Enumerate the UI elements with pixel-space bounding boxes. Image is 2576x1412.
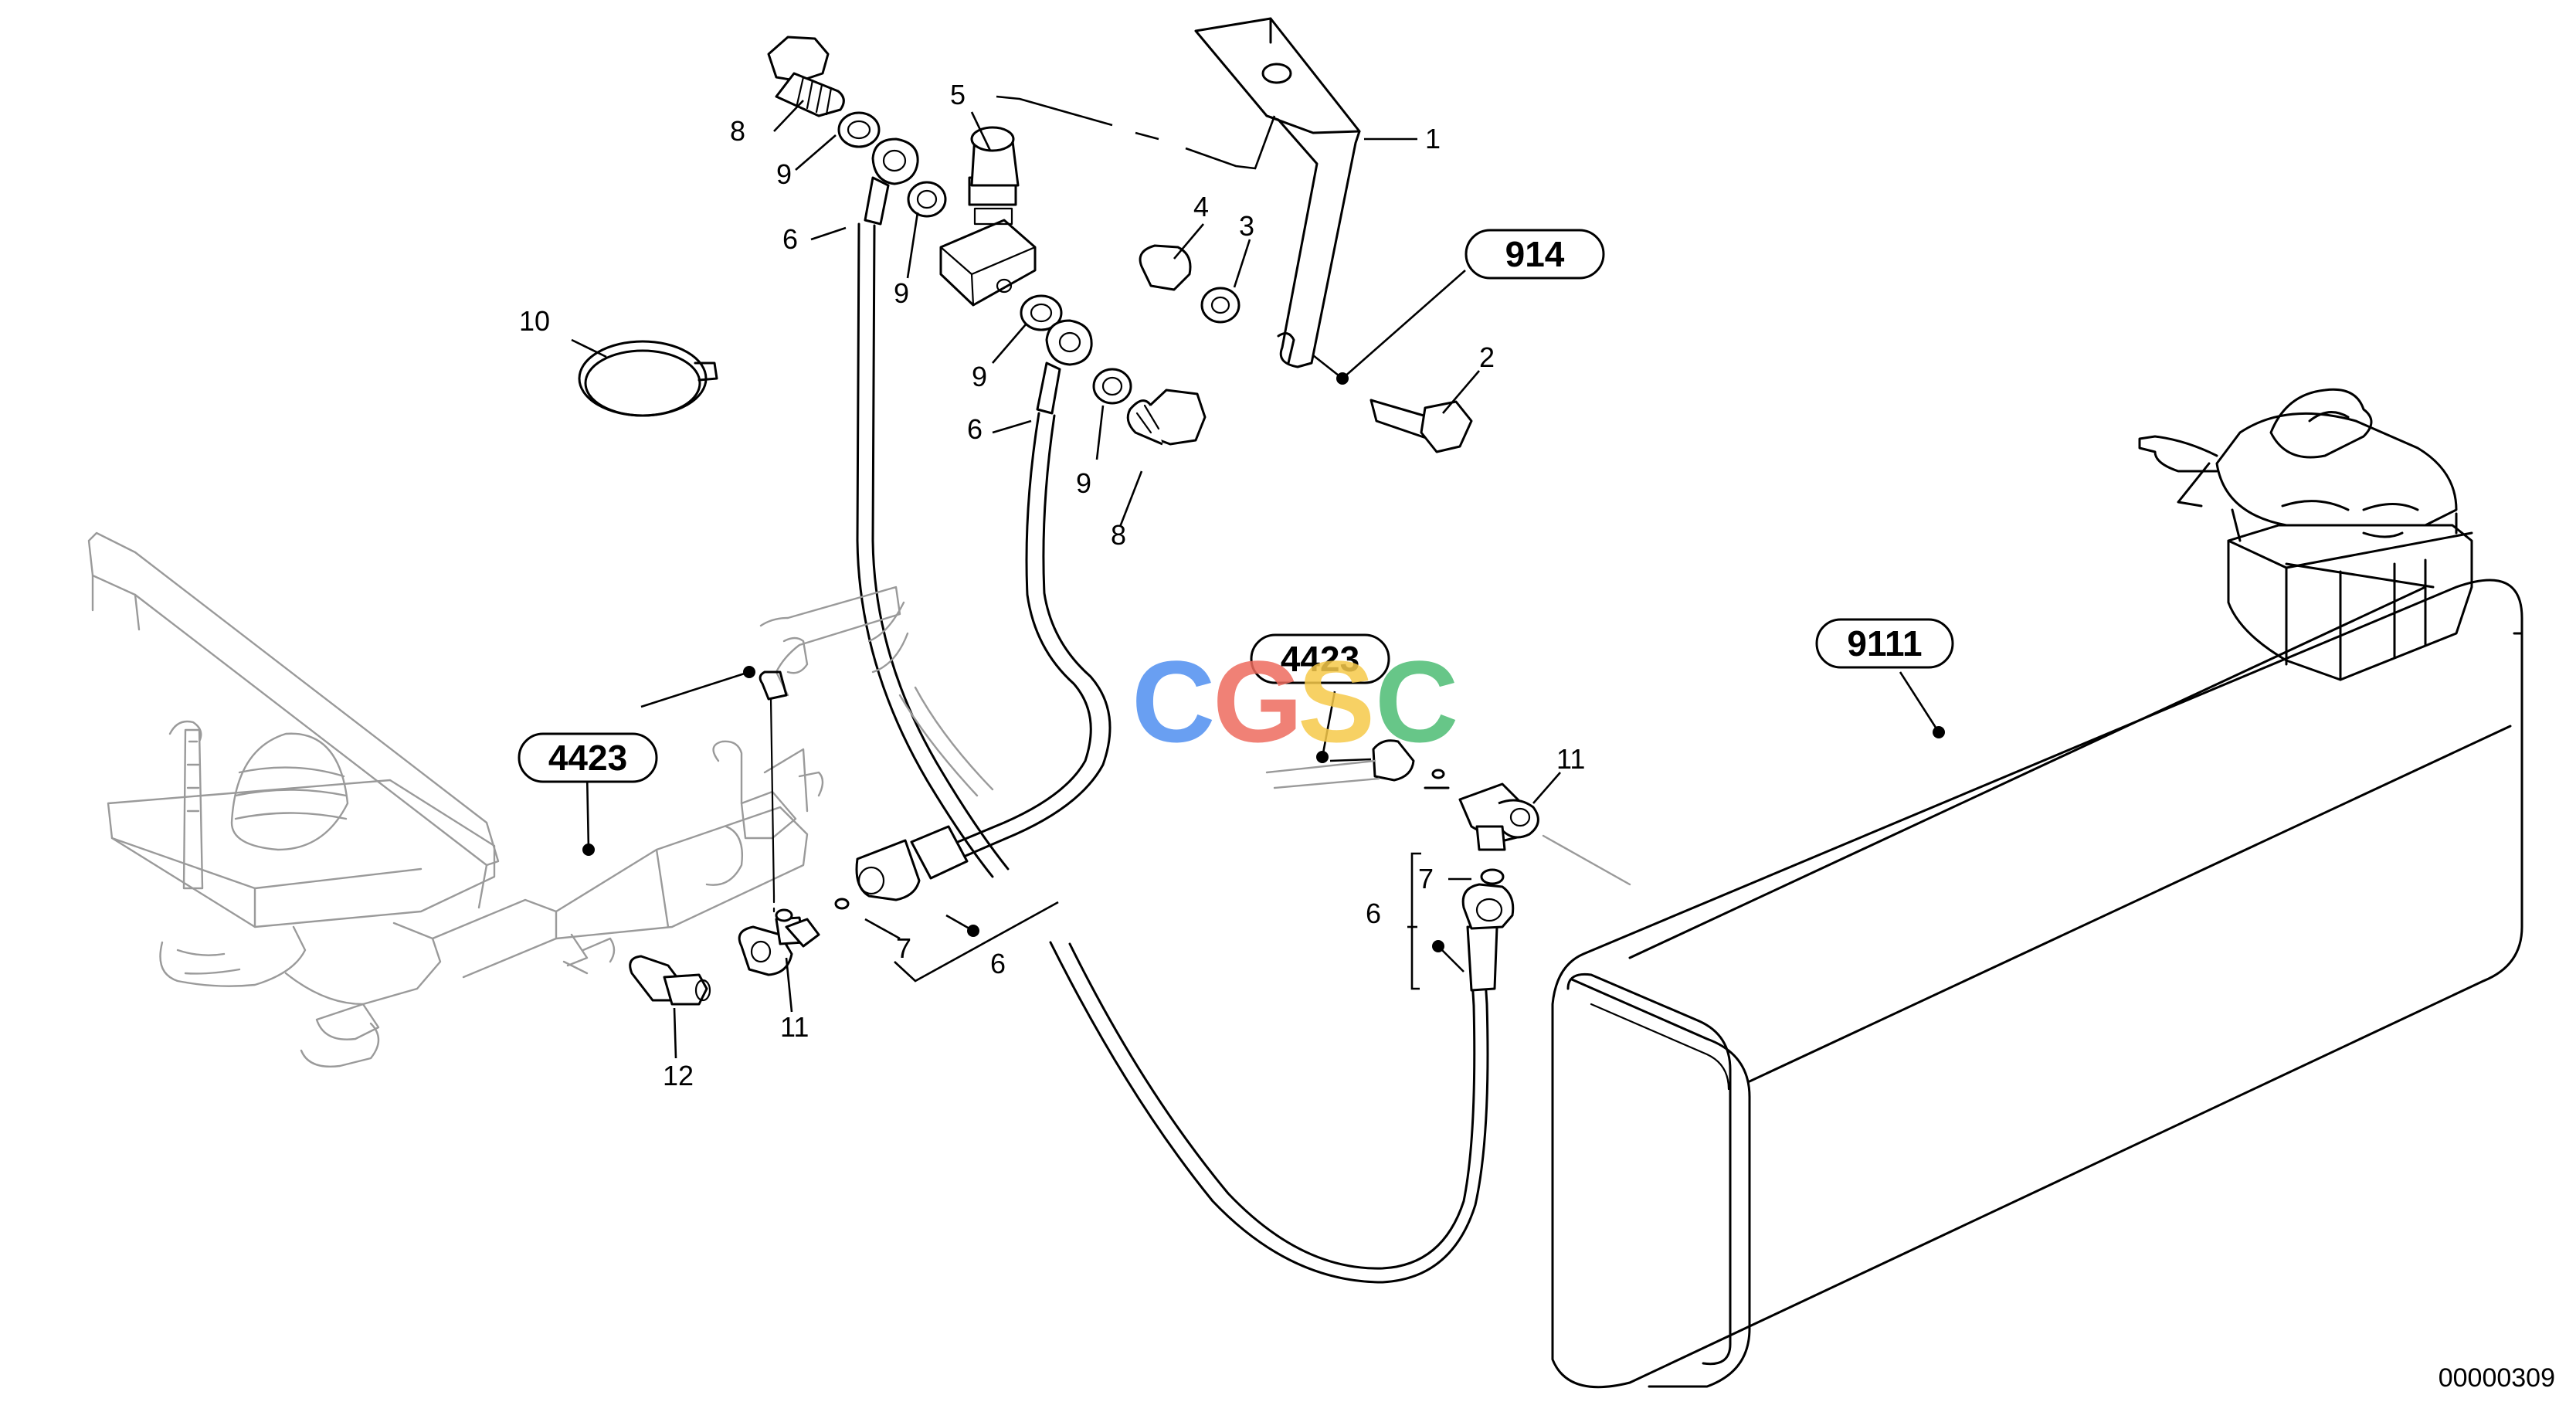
callout-9c: 9	[972, 361, 987, 392]
ref-box-4423-left: 4423	[518, 732, 658, 783]
callout-11b: 11	[1556, 743, 1585, 775]
tee-fitting-left	[738, 898, 850, 976]
svg-text:S: S	[1298, 636, 1375, 766]
callout-9b: 9	[894, 277, 909, 309]
callout-3: 3	[1239, 210, 1254, 242]
ref-box-4423-right: 4423	[1250, 633, 1390, 684]
callout-4: 4	[1193, 191, 1209, 222]
leader-lines	[571, 95, 1945, 1059]
hose-long	[856, 222, 1010, 878]
reservoir-tank	[1551, 388, 2523, 1389]
ref-box-9111: 9111	[1815, 618, 1954, 669]
callout-numbers: 1 2 3 4 5 6 6 6 6 7 7 8 8 9 9 9 9 10 11 …	[519, 79, 1585, 1091]
hose-clamp-10	[578, 340, 718, 417]
svg-text:C: C	[1375, 636, 1458, 766]
svg-text:9111: 9111	[1847, 623, 1922, 664]
svg-text:C: C	[1132, 636, 1215, 766]
callout-2: 2	[1479, 341, 1495, 373]
bolt-2	[1369, 399, 1473, 453]
elbow-fitting-12	[629, 955, 711, 1006]
callout-11a: 11	[780, 1011, 809, 1043]
callout-6b: 6	[967, 413, 983, 445]
callout-6d: 6	[1366, 898, 1381, 929]
callout-12: 12	[663, 1060, 694, 1091]
callout-5: 5	[950, 79, 966, 110]
tee-fitting-right	[1265, 739, 1631, 886]
callout-10: 10	[519, 305, 550, 337]
callout-1: 1	[1425, 123, 1441, 154]
watermark-logo: C G S C	[1132, 636, 1458, 766]
banjo-bolt-mid	[1126, 389, 1207, 446]
callout-9d: 9	[1076, 467, 1091, 499]
washers-top	[837, 111, 1132, 405]
svg-text:G: G	[1213, 636, 1303, 766]
svg-text:4423: 4423	[1281, 639, 1359, 679]
callout-7b: 7	[1418, 863, 1434, 894]
callout-8a: 8	[730, 115, 745, 147]
mounting-bracket	[1194, 17, 1361, 368]
hose-fitting-mid	[1036, 319, 1093, 415]
nut-4	[1139, 244, 1240, 324]
banjo-bolt-top	[767, 36, 845, 117]
hose-bottom	[1049, 883, 1515, 1284]
hose-middle	[855, 412, 1112, 901]
callout-8b: 8	[1111, 519, 1126, 551]
svg-text:4423: 4423	[548, 738, 627, 778]
tee-fitting-5	[939, 126, 1037, 307]
callout-9a: 9	[776, 158, 792, 190]
svg-text:914: 914	[1505, 234, 1565, 274]
drawing-number: 00000309	[2439, 1363, 2555, 1393]
callout-6c: 6	[990, 948, 1006, 979]
ref-box-914: 914	[1464, 229, 1605, 280]
hose-fitting-top	[864, 137, 919, 226]
callout-7a: 7	[896, 932, 911, 964]
brake-pedal-assembly	[87, 531, 994, 1067]
callout-6a: 6	[782, 223, 798, 255]
